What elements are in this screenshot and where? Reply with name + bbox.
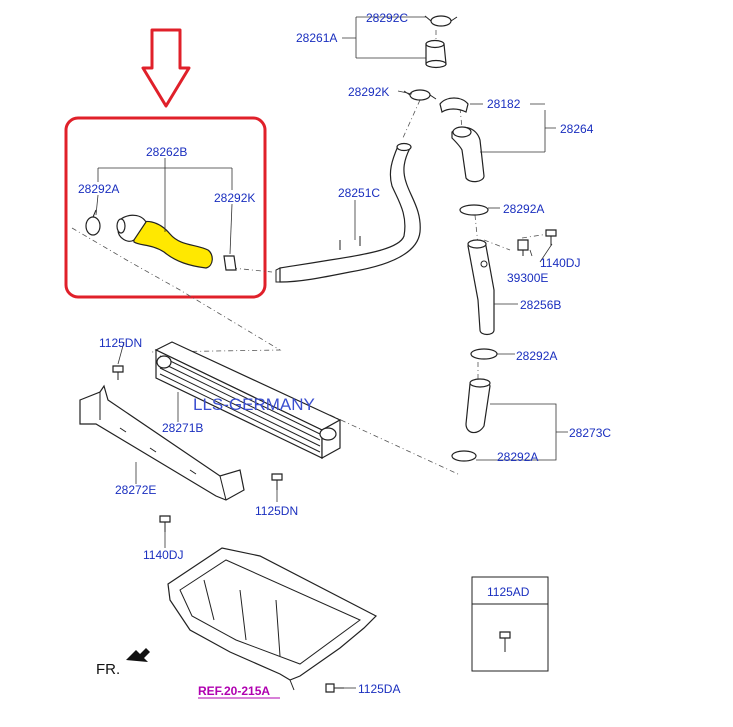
label-1125DA: 1125DA [358,682,400,696]
clamp-28182 [439,97,469,113]
label-28261A: 28261A [296,31,337,45]
hose-28273C [465,378,491,434]
part-box-1125AD [471,576,549,672]
front-direction-icon [126,648,150,662]
clamp-28292K-top [403,89,437,101]
label-28272E: 28272E [115,483,156,497]
label-1125AD: 1125AD [487,585,530,599]
label-28182: 28182 [487,97,521,111]
hose-28264 [451,126,485,183]
label-28271B: 28271B [162,421,203,435]
label-1140DJ-r: 1140DJ [540,256,580,270]
highlighted-hose-28262B [116,214,213,269]
front-label: FR. [96,661,120,678]
bolt-1125DA [325,683,344,693]
bolt-1125DN-b [271,473,283,490]
sensor-39300E [517,239,529,256]
top-clamp-28292C [424,15,458,27]
label-28292A-r1: 28292A [503,202,544,216]
air-guide-28272E [79,384,245,501]
label-28262B: 28262B [146,145,187,159]
watermark: LLS-GERMANY [193,395,315,414]
label-28251C: 28251C [338,186,380,200]
label-28264: 28264 [560,122,594,136]
oil-pan [167,547,378,691]
label-1140DJ-b: 1140DJ [143,548,183,562]
clamp-28292A-r2 [470,348,498,360]
alignment-lines [71,30,549,476]
down-arrow-icon [141,28,191,108]
label-28292K-left: 28292K [214,191,255,205]
ref-link-20-215A[interactable]: REF.20-215A [198,684,270,698]
label-28273C: 28273C [569,426,611,440]
label-28292A-r3: 28292A [497,450,538,464]
intercooler-pipe-28251C [275,142,421,283]
label-28292A-left: 28292A [78,182,119,196]
label-1125DN-l: 1125DN [99,336,142,350]
label-28256B: 28256B [520,298,561,312]
clamp-28292A-left [85,209,101,236]
label-1125DN-b: 1125DN [255,504,298,518]
clamp-28292A-r1 [459,204,489,216]
bolt-1140DJ-r [545,229,557,246]
intercooler-28271B [154,341,342,460]
bolt-1140DJ-b [159,515,171,532]
leader-lines [95,16,568,689]
pipe-28256B [467,239,495,336]
clamp-28292A-r3 [451,450,477,462]
label-28292K-top: 28292K [348,85,389,99]
top-hose-28261A [425,39,447,69]
clamp-28292K-left [223,255,237,271]
label-28292C: 28292C [366,11,408,25]
highlight-frame [64,116,267,299]
label-28292A-r2: 28292A [516,349,557,363]
label-39300E: 39300E [507,271,548,285]
bolt-1125DN-l [112,365,124,380]
